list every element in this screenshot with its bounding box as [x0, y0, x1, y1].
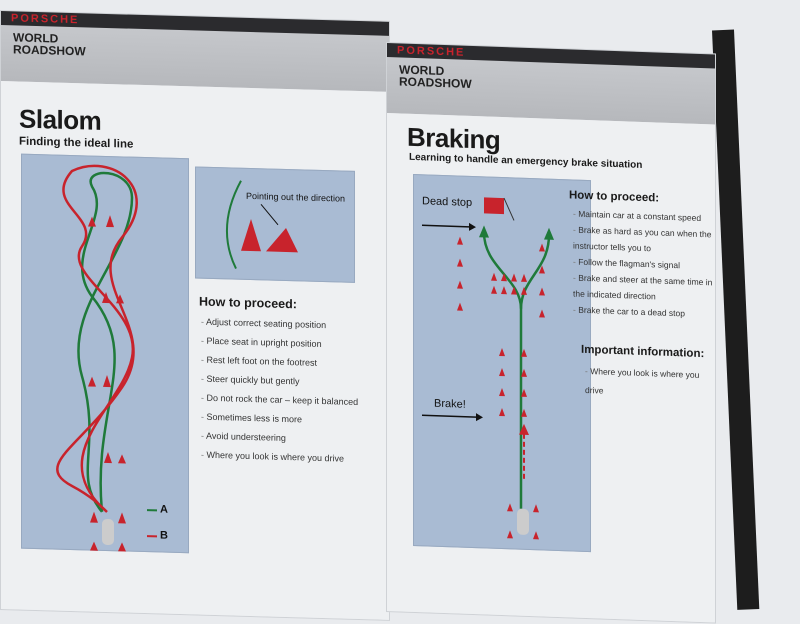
legend-a: A — [160, 503, 168, 515]
car-icon — [102, 519, 114, 545]
list-item: Brake and steer at the same time in the … — [573, 270, 718, 307]
car-icon — [517, 509, 529, 535]
page-title: Slalom — [19, 104, 101, 137]
tilted-cone-icon — [266, 227, 298, 252]
steps-list: Maintain car at a constant speed Brake a… — [573, 206, 718, 323]
world-roadshow-label: WORLD ROADSHOW — [387, 57, 497, 91]
poster-header: PORSCHE WORLD ROADSHOW — [1, 11, 389, 92]
page-title: Braking — [407, 122, 500, 156]
legend-b: B — [160, 529, 168, 541]
steps-list: Adjust correct seating position Place se… — [201, 313, 358, 469]
world-roadshow-label: WORLD ROADSHOW — [1, 25, 111, 58]
slalom-poster: PORSCHE WORLD ROADSHOW Slalom Finding th… — [0, 10, 390, 621]
list-item: Where you look is where you drive — [585, 362, 715, 405]
braking-diagram: Dead stop Brake! — [413, 174, 591, 552]
slalom-diagram: A B — [21, 154, 189, 554]
direction-inset: Pointing out the direction — [195, 166, 355, 282]
inset-graphic — [196, 167, 356, 283]
slalom-paths — [22, 155, 190, 555]
cones — [457, 236, 545, 539]
line-b — [57, 165, 136, 513]
dead-stop-label: Dead stop — [422, 195, 472, 209]
cone-icon — [241, 219, 261, 252]
section-heading: How to proceed: — [199, 295, 297, 312]
list-item: Brake as hard as you can when the instru… — [573, 222, 718, 259]
poster-header: PORSCHE WORLD ROADSHOW — [387, 43, 715, 124]
important-list: Where you look is where you drive — [585, 362, 715, 405]
display-stand-pole — [712, 30, 759, 610]
flag-icon — [484, 197, 504, 214]
braking-poster: PORSCHE WORLD ROADSHOW Braking Learning … — [386, 42, 716, 624]
braking-paths — [414, 175, 592, 553]
brake-label: Brake! — [434, 398, 466, 411]
